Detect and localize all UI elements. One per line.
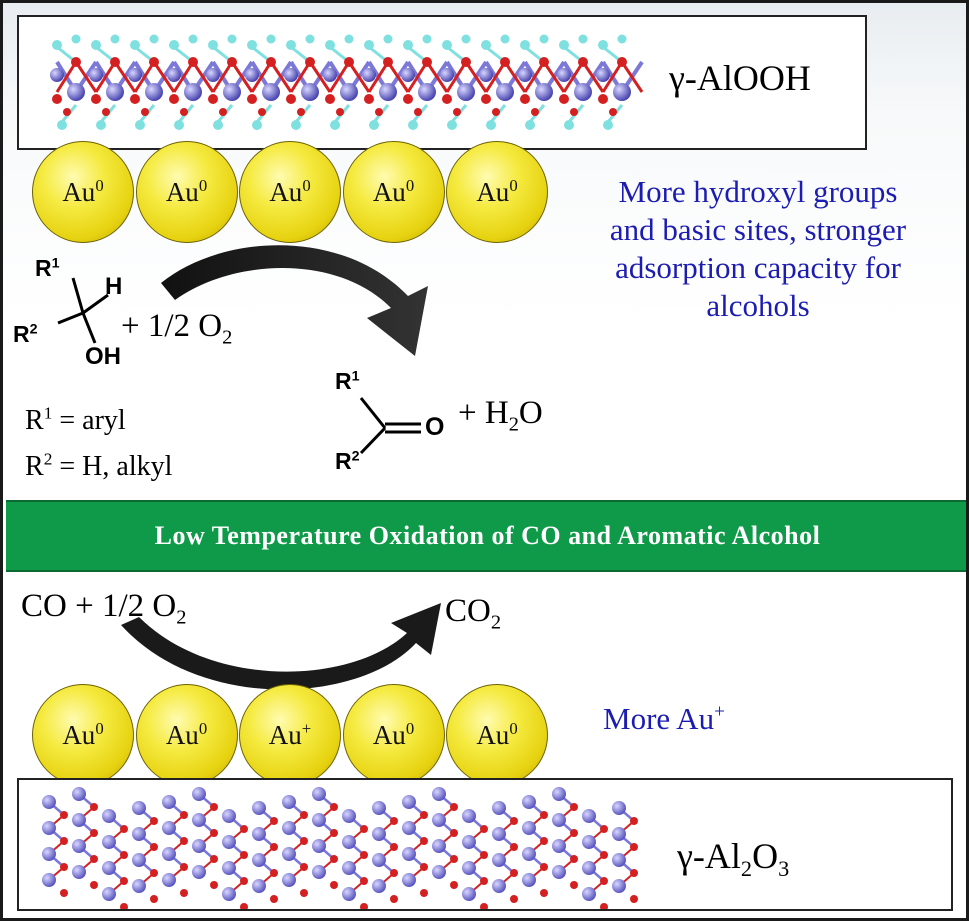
gold-nanoparticle: Au0 bbox=[32, 684, 134, 786]
gold-nanoparticle: Au0 bbox=[342, 141, 445, 243]
al2o3-label: γ-Al2O3 bbox=[677, 836, 790, 882]
top-note: More hydroxyl groups and basic sites, st… bbox=[563, 173, 953, 325]
alooh-label: γ-AlOOH bbox=[669, 58, 811, 98]
top-note-line: More hydroxyl groups bbox=[618, 174, 898, 209]
gold-nanoparticle: Au0 bbox=[342, 684, 445, 786]
substituent-r1: R1 = aryl bbox=[25, 403, 126, 436]
product-r1-label: R1 bbox=[335, 368, 360, 394]
top-reaction-arrow bbox=[161, 245, 428, 356]
nanoparticle-label: Au0 bbox=[269, 175, 311, 207]
bottom-note: More Au+ bbox=[603, 701, 725, 736]
gold-nanoparticle: Au0 bbox=[446, 684, 548, 786]
banner-text: Low Temperature Oxidation of CO and Arom… bbox=[154, 521, 821, 550]
product-o-label: O bbox=[425, 413, 445, 441]
r2-label: R2 bbox=[13, 321, 38, 347]
title-banner: Low Temperature Oxidation of CO and Arom… bbox=[6, 500, 966, 572]
al2o3-structure-box: γ-Al2O3 bbox=[17, 778, 953, 911]
nanoparticle-label: Au0 bbox=[476, 718, 518, 750]
ketone-structure bbox=[359, 397, 421, 455]
co2-product: CO2 bbox=[445, 593, 502, 634]
gold-nanoparticle: Au0 bbox=[135, 141, 238, 243]
top-note-line: and basic sites, stronger bbox=[609, 212, 907, 247]
al2o3-lattice bbox=[42, 787, 638, 909]
reactant-plus-o2: + 1/2 O2 bbox=[121, 308, 233, 349]
product-plus-h2o: + H2O bbox=[458, 395, 543, 436]
nanoparticle-label: Au0 bbox=[62, 718, 104, 750]
nanoparticle-label: Au0 bbox=[165, 718, 208, 750]
nanoparticle-label: Au0 bbox=[372, 718, 415, 750]
r1-label: R1 bbox=[35, 255, 60, 281]
nanoparticle-label: Au+ bbox=[268, 718, 312, 750]
alooh-lattice bbox=[50, 34, 644, 130]
product-r2-label: R2 bbox=[335, 448, 360, 474]
gold-nanoparticle: Au0 bbox=[135, 684, 238, 786]
h-label: H bbox=[105, 273, 123, 300]
oh-label: OH bbox=[85, 343, 121, 370]
substituent-r2: R2 = H, alkyl bbox=[25, 449, 173, 482]
top-note-line: adsorption capacity for bbox=[615, 250, 901, 285]
gold-nanoparticle: Au0 bbox=[446, 141, 548, 243]
gold-nanoparticle: Au+ bbox=[239, 684, 341, 786]
alooh-structure-box: γ-AlOOH bbox=[17, 15, 867, 150]
gold-nanoparticle: Au0 bbox=[239, 141, 341, 243]
nanoparticle-label: Au0 bbox=[62, 175, 104, 207]
alcohol-structure bbox=[57, 277, 109, 344]
gold-nanoparticle: Au0 bbox=[32, 141, 134, 243]
bottom-reaction-arrow bbox=[121, 603, 441, 690]
nanoparticle-label: Au0 bbox=[165, 175, 208, 207]
co-reactant: CO + 1/2 O2 bbox=[21, 588, 187, 629]
nanoparticle-label: Au0 bbox=[476, 175, 518, 207]
top-note-line: alcohols bbox=[706, 288, 810, 323]
nanoparticle-label: Au0 bbox=[372, 175, 415, 207]
